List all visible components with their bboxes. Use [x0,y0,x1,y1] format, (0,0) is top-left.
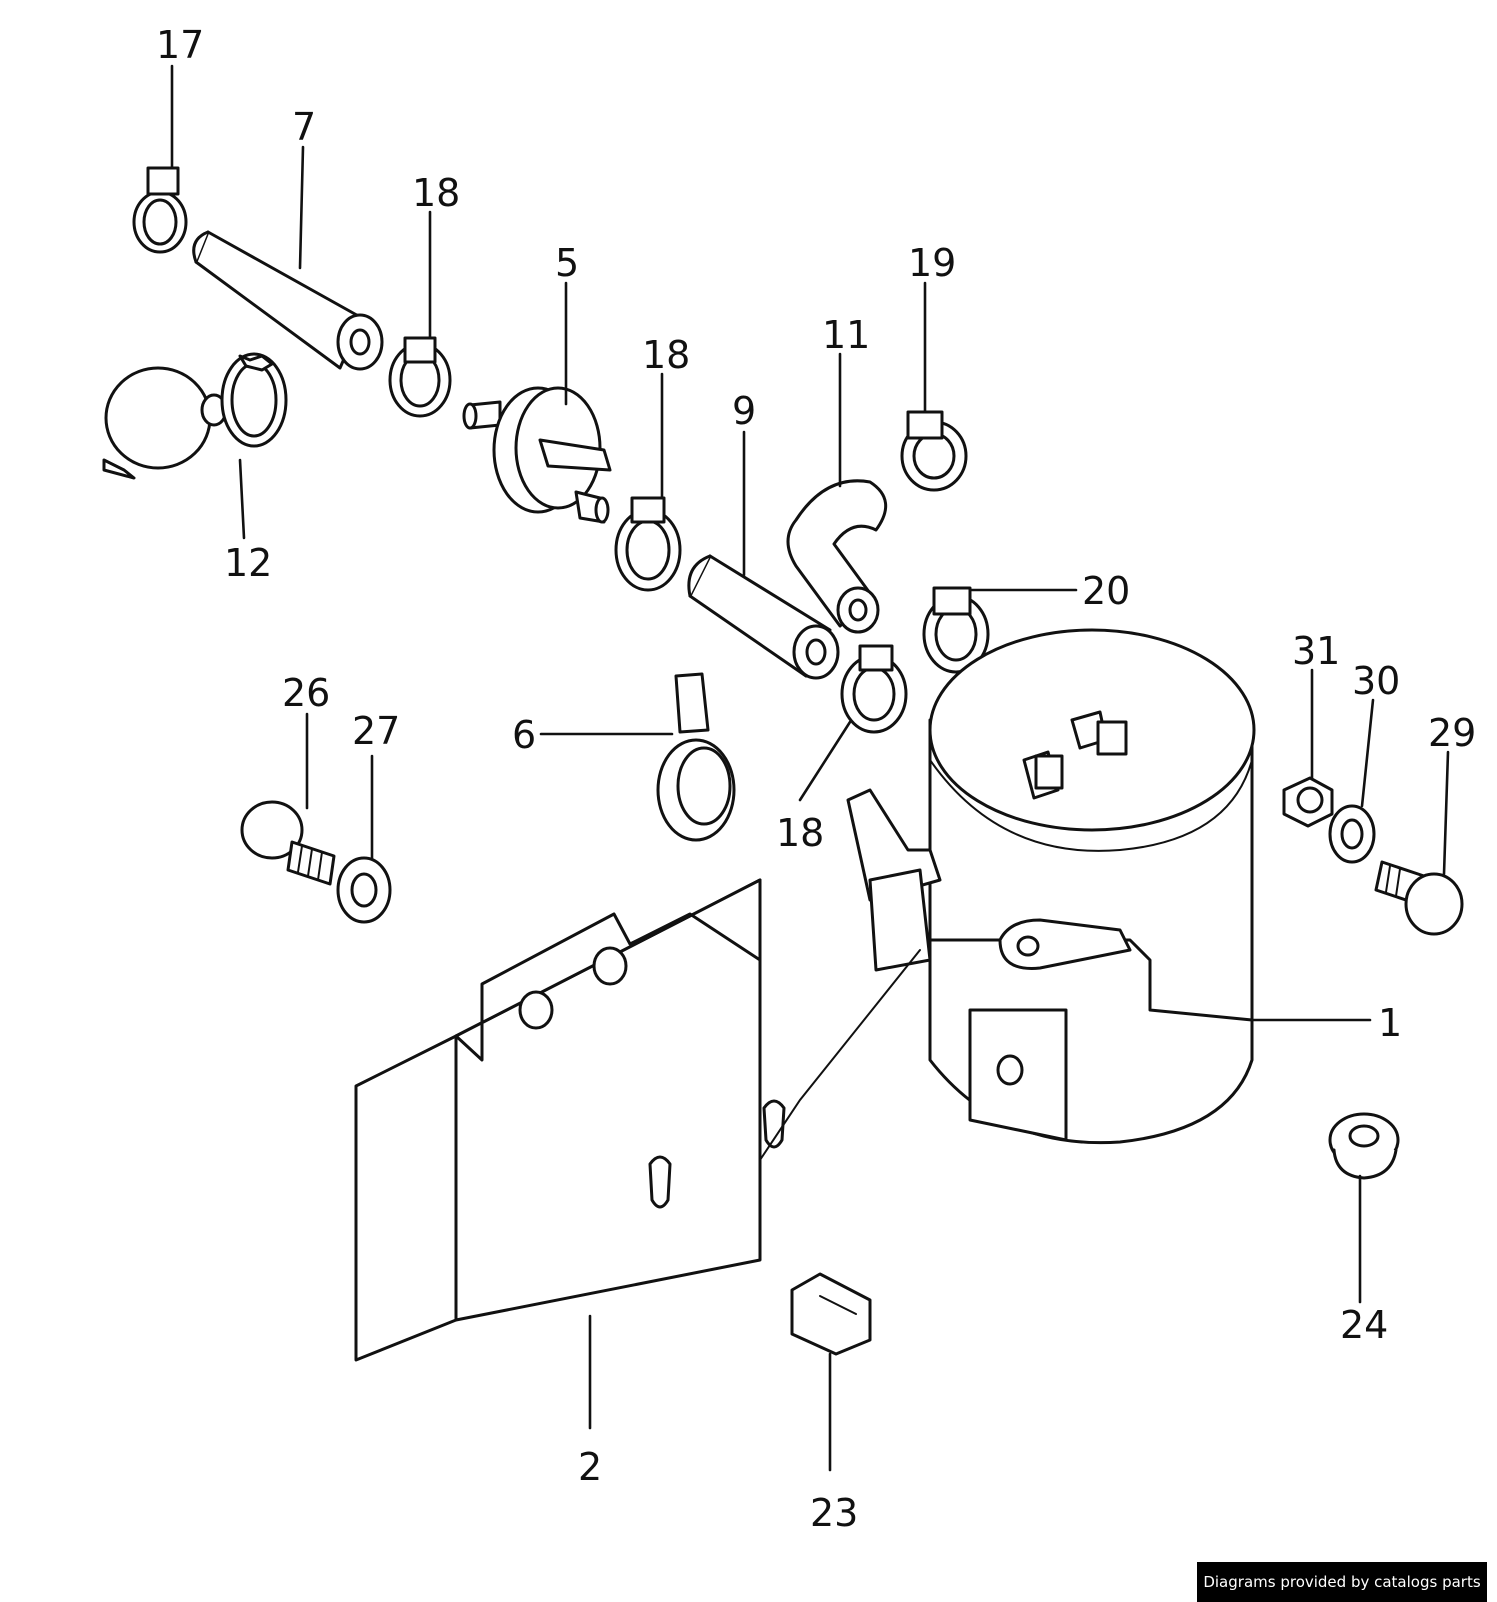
callout-23: 23 [810,1491,858,1535]
part-19-clamp [900,410,968,492]
part-11-elbow-hose [786,479,887,634]
part-31-nut [1282,776,1334,828]
part-23-clip [790,1272,872,1356]
callout-12: 12 [224,541,272,585]
part-6-bracket-clamp [656,672,736,842]
part-9-hose [687,554,840,680]
callout-9: 9 [732,389,756,433]
callout-30: 30 [1352,659,1400,703]
callout-20: 20 [1082,569,1130,613]
callout-11: 11 [822,313,870,357]
part-17-hose-clamp [132,166,188,254]
diagram-credit-banner: Diagrams provided by catalogs parts [1197,1562,1487,1602]
part-24-grommet [1328,1112,1400,1180]
part-18-clamp-b [614,496,682,592]
callout-26: 26 [282,671,330,715]
part-29-bolt [1374,860,1464,936]
part-2-bracket [354,788,942,1362]
part-5-valve [462,386,612,524]
part-30-washer [1328,804,1376,864]
callout-18-top: 18 [412,171,460,215]
callout-5: 5 [555,241,579,285]
part-18-clamp-c [840,644,908,734]
callout-19: 19 [908,241,956,285]
callout-7: 7 [292,105,316,149]
callout-31: 31 [1292,629,1340,673]
leader-lines [170,64,1450,1472]
callout-17: 17 [156,23,204,67]
part-7-hose [192,230,384,371]
part-1-canister [926,628,1256,1145]
part-26-bolt [240,800,336,886]
part-18-clamp-a [388,336,452,418]
part-27-washer [336,856,392,924]
part-12-double-clamp [102,352,288,480]
callout-18-low: 18 [776,811,824,855]
callout-27: 27 [352,709,400,753]
callout-29: 29 [1428,711,1476,755]
callout-1: 1 [1378,1001,1402,1045]
callout-18-mid: 18 [642,333,690,377]
callout-24: 24 [1340,1303,1388,1347]
part-20-clamp [922,586,990,674]
callout-6: 6 [512,713,536,757]
callout-2: 2 [578,1445,602,1489]
